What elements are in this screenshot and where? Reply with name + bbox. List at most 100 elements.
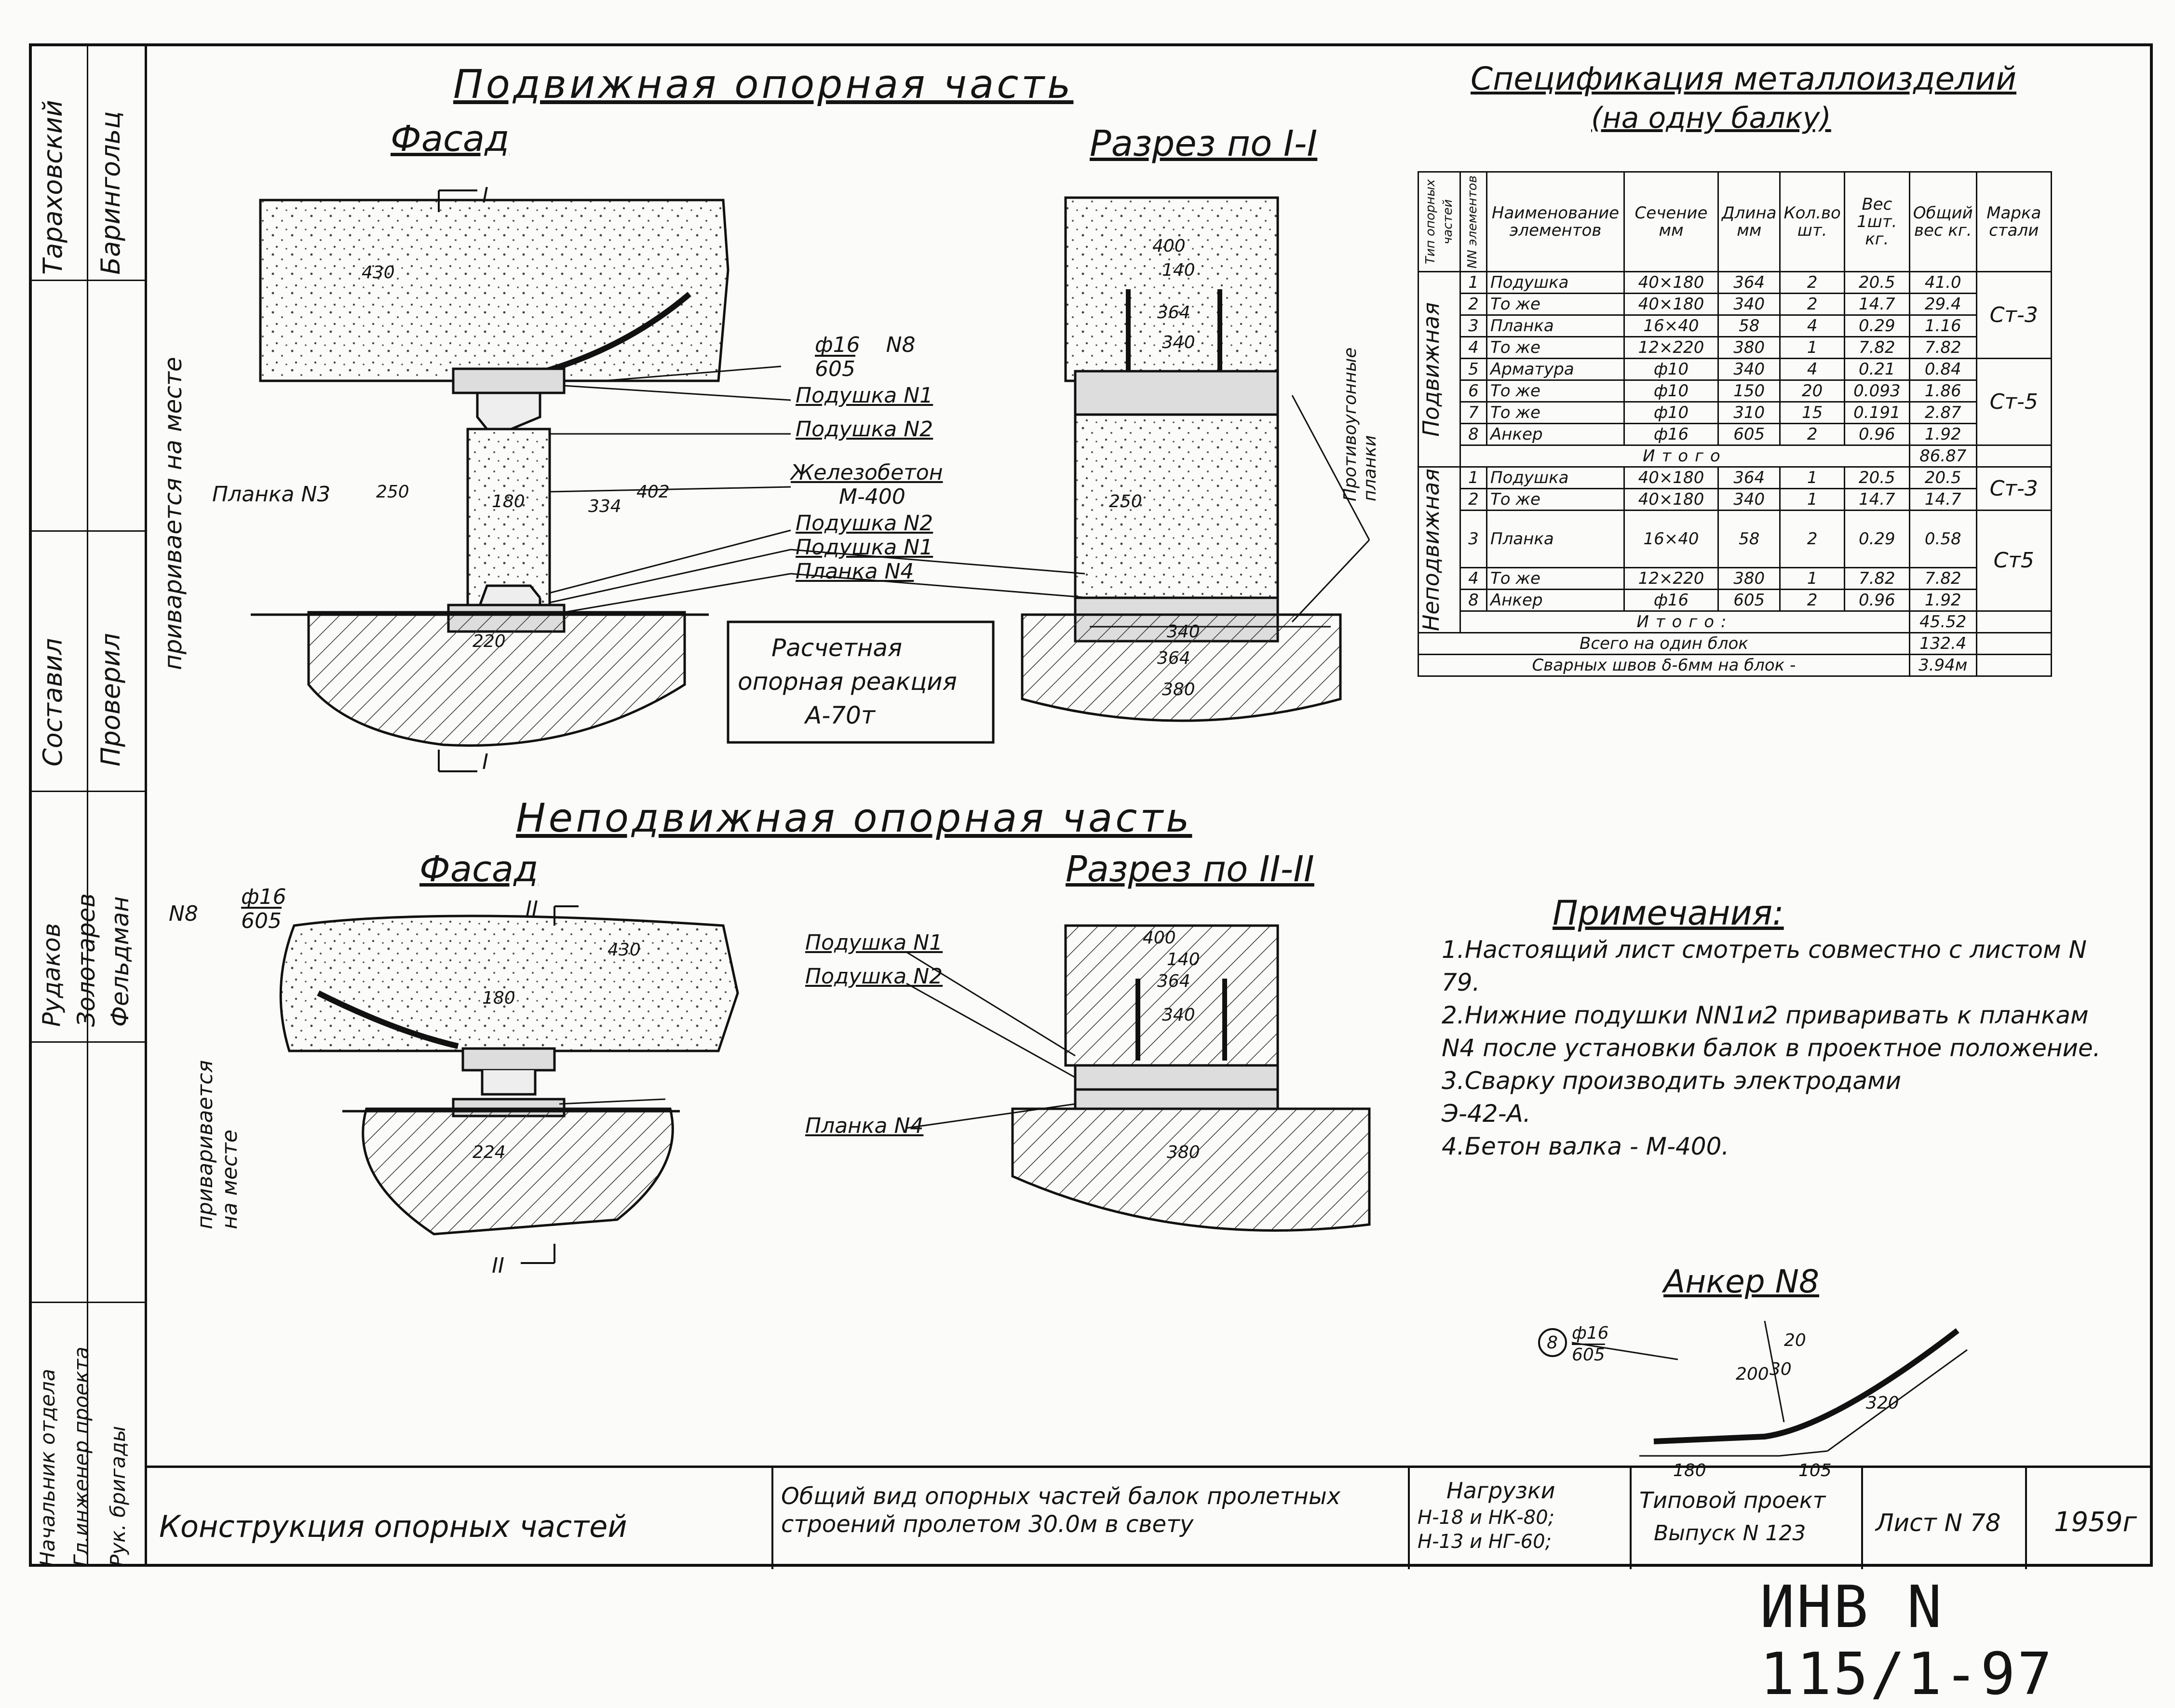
spec-cell: 20.5	[1908, 466, 1977, 489]
spec-cell: То же	[1486, 401, 1625, 424]
spec-cell: 1.16	[1908, 314, 1977, 337]
stamp-load: Н-13 и НГ-60;	[1418, 1531, 1552, 1553]
spec-cell: ф16	[1623, 589, 1719, 612]
spec-cell: Планка	[1486, 509, 1625, 569]
spec-cell: 1	[1779, 336, 1845, 359]
spec-cell: 1	[1779, 466, 1845, 489]
anchor-dim: 30	[1770, 1359, 1792, 1379]
spec-total-label: Итого:	[1459, 610, 1910, 634]
anchor-bar-fixed	[317, 990, 459, 1049]
spec-header: NN элементов	[1465, 175, 1480, 269]
abutment-section-fixed	[1011, 1107, 1371, 1232]
fixed-section-mark-top: II	[526, 897, 538, 921]
drawing-frame	[29, 43, 2153, 1567]
spec-cell: Арматура	[1486, 358, 1625, 381]
spec-cell: 0.093	[1843, 379, 1910, 403]
spec-steel-grade: Ст-3	[1975, 466, 2052, 511]
anti-creep-strips-label: Противоугонные планки	[1340, 347, 1380, 501]
notes-title: Примечания:	[1553, 893, 1784, 933]
spec-cell: 40×180	[1623, 293, 1719, 316]
spec-cell: ф10	[1623, 401, 1719, 424]
spec-cell: 16×40	[1623, 509, 1719, 569]
spec-cell: 340	[1717, 488, 1781, 511]
spec-cell: 4	[1779, 358, 1845, 381]
spec-table: Тип опорных частей NN элементов Наименов…	[1418, 171, 2052, 677]
spec-cell: 7	[1459, 401, 1487, 424]
abutment-facade-fixed	[362, 1107, 674, 1236]
spec-welds-label: Сварных швов δ-6мм на блок -	[1418, 654, 1910, 677]
spec-cell: ф10	[1623, 379, 1719, 403]
anchor-position: 8	[1547, 1333, 1558, 1353]
spec-cell: 380	[1717, 336, 1781, 359]
fixed-dim-224: 224	[473, 1143, 506, 1162]
dim-220: 220	[473, 632, 506, 651]
spec-cell: То же	[1486, 293, 1625, 316]
spec-cell: 8	[1459, 423, 1487, 446]
spec-cell: 7.82	[1908, 567, 1977, 591]
reaction-box	[727, 620, 995, 744]
stamp-year: 1959г	[2054, 1506, 2137, 1538]
spec-cell: 7.82	[1843, 567, 1910, 591]
spec-cell: 40×180	[1623, 466, 1719, 489]
beam-facade-fixed	[279, 915, 739, 1052]
stamp-sheet: Лист N 78	[1876, 1509, 2001, 1537]
spec-cell: 6	[1459, 379, 1487, 403]
spec-cell: 1.92	[1908, 423, 1977, 446]
dim-s140: 140	[1162, 260, 1195, 280]
spec-cell: 4	[1459, 567, 1487, 591]
spec-cell: 5	[1459, 358, 1487, 381]
weld-on-site-label: приваривается на месте	[159, 357, 187, 670]
spec-cell: 20.5	[1843, 271, 1910, 294]
dim-s340: 340	[1162, 333, 1195, 352]
movable-facade-title: Фасад	[391, 118, 510, 160]
spec-cell: 3	[1459, 314, 1487, 337]
plate-4-label: Планка N4	[796, 559, 914, 584]
spec-group-name: Неподвижная	[1418, 469, 1444, 632]
fixed-weld-on-site-label: приваривается на месте	[193, 1060, 242, 1229]
movable-title: Подвижная опорная часть	[453, 62, 1074, 108]
spec-cell: 2	[1779, 509, 1845, 569]
reaction-line-1: Расчетная	[771, 634, 903, 662]
spec-cell: 14.7	[1908, 488, 1977, 511]
spec-header: Сечение мм	[1623, 171, 1719, 272]
spec-cell: 2	[1779, 293, 1845, 316]
fixed-pad-2-label: Подушка N2	[805, 964, 943, 989]
spec-cell: 340	[1717, 358, 1781, 381]
spec-cell: 1	[1459, 271, 1487, 294]
spec-welds-row: Сварных швов δ-6мм на блок - 3.94м	[1418, 654, 2052, 677]
spec-steel-grade: Ст-3	[1975, 271, 2052, 359]
stamp-load: Н-18 и НК-80;	[1418, 1506, 1555, 1529]
stamp-issue: Выпуск N 123	[1654, 1521, 1806, 1546]
anchor-number: N8	[886, 333, 916, 357]
note-item: 2.Нижние подушки NN1и2 приваривать к пла…	[1442, 1001, 2101, 1062]
spec-header-row: Тип опорных частей NN элементов Наименов…	[1418, 171, 2052, 272]
fixed-anchor-diameter: ф16	[241, 885, 286, 909]
anchor-dim: 180	[1673, 1461, 1706, 1480]
spec-header: Марка стали	[1975, 171, 2052, 272]
spec-group-label: Неподвижная	[1418, 466, 1461, 634]
dim-402: 402	[636, 482, 670, 502]
spec-cell: 40×180	[1623, 271, 1719, 294]
anchor-detail-title: Анкер N8	[1663, 1263, 1820, 1300]
spec-cell: То же	[1486, 336, 1625, 359]
notes: Примечания: 1.Настоящий лист смотреть со…	[1442, 893, 2107, 1163]
spec-cell: 12×220	[1623, 567, 1719, 591]
fixed-dim-s140: 140	[1167, 950, 1200, 969]
dim-s364: 364	[1157, 303, 1190, 323]
anchor-diameter: ф16	[815, 333, 860, 357]
dim-180: 180	[492, 492, 525, 511]
spec-total-label: Итого	[1459, 444, 1910, 468]
reaction-line-3: А-70т	[805, 701, 875, 729]
pad-2b-label: Подушка N2	[796, 511, 933, 536]
spec-cell: 2	[1779, 589, 1845, 612]
spec-cell: 16×40	[1623, 314, 1719, 337]
fixed-facade-title: Фасад	[419, 848, 539, 890]
spec-cell: Анкер	[1486, 589, 1625, 612]
